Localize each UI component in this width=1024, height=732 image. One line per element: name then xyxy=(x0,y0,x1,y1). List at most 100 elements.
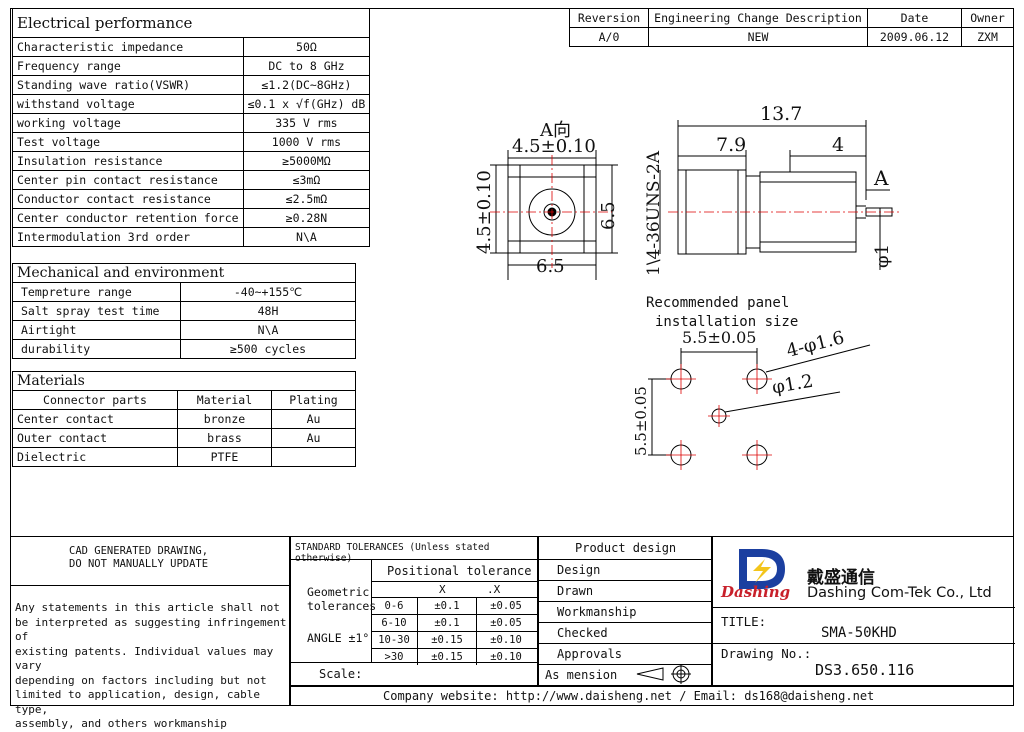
materials-table: Materials Connector parts Material Plati… xyxy=(12,371,356,467)
electrical-param: Frequency range xyxy=(12,56,244,76)
tolerance-cell: ±0.05 xyxy=(490,600,522,612)
role-label: As mension xyxy=(545,668,618,682)
electrical-param: Center conductor retention force xyxy=(12,208,244,228)
electrical-value: 50Ω xyxy=(242,37,371,57)
electrical-value: ≤3mΩ xyxy=(242,170,371,190)
revision-col-rev: Reversion xyxy=(569,8,649,28)
company-website: Company website: http://www.daisheng.net… xyxy=(383,689,875,703)
material-part: Center contact xyxy=(12,409,178,429)
legal-note: Any statements in this article shall not… xyxy=(15,601,289,732)
electrical-value: ≥5000MΩ xyxy=(242,151,371,171)
tolerance-cell: >30 xyxy=(371,649,418,665)
section-marker: A xyxy=(874,166,889,190)
table-row: durability≥500 cycles xyxy=(12,339,356,359)
title-value: SMA-50KHD xyxy=(821,625,897,641)
cad-note-1: CAD GENERATED DRAWING, xyxy=(69,545,209,557)
mechanical-param: Tempreture range xyxy=(12,282,181,302)
table-row: Center pin contact resistance≤3mΩ xyxy=(12,170,371,190)
tolerance-cell: ±0.05 xyxy=(490,617,522,629)
electrical-param: Insulation resistance xyxy=(12,151,244,171)
mechanical-value: N\A xyxy=(180,320,356,340)
table-row: Tempreture range-40~+155℃ xyxy=(12,282,356,302)
tolerance-cell: ±0.15 xyxy=(418,632,477,648)
company-name-en: Dashing Com-Tek Co., Ltd xyxy=(807,585,992,601)
electrical-param: Standing wave ratio(VSWR) xyxy=(12,75,244,95)
material-part: Dielectric xyxy=(12,447,178,467)
material-name: bronze xyxy=(176,409,273,429)
projection-symbol-icon xyxy=(636,664,691,684)
electrical-param: Center pin contact resistance xyxy=(12,170,244,190)
mechanical-param: durability xyxy=(12,339,181,359)
tolerance-row: 0-6±0.1 ±0.05 xyxy=(371,597,539,614)
mechanical-value: ≥500 cycles xyxy=(180,339,356,359)
panel-title-2: installation size xyxy=(655,314,799,330)
col-xx: .X xyxy=(487,583,501,596)
table-row: Center conductor retention force≥0.28N xyxy=(12,208,371,228)
materials-col-parts: Connector parts xyxy=(12,390,178,410)
tolerance-cell: ±0.10 xyxy=(490,651,522,663)
electrical-param: Test voltage xyxy=(12,132,244,152)
materials-title: Materials xyxy=(12,371,356,391)
table-row: Conductor contact resistance≤2.5mΩ xyxy=(12,189,371,209)
scale-label: Scale: xyxy=(319,667,363,681)
tolerance-cell: 6-10 xyxy=(371,615,418,631)
materials-col-material: Material xyxy=(176,390,273,410)
geometric-label-2: tolerances xyxy=(307,599,377,613)
std-tolerance-title: STANDARD TOLERANCES (Unless stated other… xyxy=(295,542,490,564)
tolerance-cell: ±0.10 xyxy=(490,634,522,646)
title-label: TITLE: xyxy=(721,614,767,629)
electrical-value: ≤0.1 x √f(GHz) dB xyxy=(242,94,371,114)
role-row: Checked xyxy=(539,622,713,643)
material-name: brass xyxy=(176,428,273,448)
tolerance-cell: ±0.1 xyxy=(418,598,477,614)
material-plating: Au xyxy=(271,428,356,448)
website-bar: Company website: http://www.daisheng.net… xyxy=(290,686,1014,706)
col-x: X xyxy=(439,583,446,596)
mechanical-title: Mechanical and environment xyxy=(12,263,356,283)
drawing-no-label: Drawing No.: xyxy=(721,646,812,661)
electrical-value: DC to 8 GHz xyxy=(242,56,371,76)
electrical-value: N\A xyxy=(242,227,371,247)
product-design-label: Product design xyxy=(575,541,677,555)
materials-col-plating: Plating xyxy=(271,390,356,410)
revision-col-desc: Engineering Change Description xyxy=(648,8,868,28)
tolerance-row: >30±0.15 ±0.10 xyxy=(371,648,539,665)
legal-note-line: existing patents. Individual values may … xyxy=(15,644,274,673)
dim-length-b: 4 xyxy=(832,134,845,156)
angle-label: ANGLE ±1° xyxy=(307,631,370,645)
electrical-param: Characteristic impedance xyxy=(12,37,244,57)
logo-word: Dashing xyxy=(721,583,791,601)
tolerance-cell: 0-6 xyxy=(371,598,418,614)
mechanical-param: Airtight xyxy=(12,320,181,340)
electrical-value: 1000 V rms xyxy=(242,132,371,152)
role-label: Approvals xyxy=(557,647,623,661)
tolerance-cell: ±0.1 xyxy=(418,615,477,631)
positional-tolerance: Positional tolerance xyxy=(387,564,532,578)
dim-front-bottom: 6.5 xyxy=(536,256,565,277)
company-logo-icon xyxy=(739,549,785,589)
role-label: Workmanship xyxy=(557,605,637,619)
revision-owner: ZXM xyxy=(961,27,1014,47)
revision-col-date: Date xyxy=(867,8,962,28)
tolerance-cell: 10-30 xyxy=(371,632,418,648)
tolerance-row: 10-30±0.15 ±0.10 xyxy=(371,631,539,648)
electrical-param: Conductor contact resistance xyxy=(12,189,244,209)
legal-note-line: be interpreted as suggesting infringemen… xyxy=(15,615,287,644)
tolerance-cell: ±0.15 xyxy=(418,649,477,665)
electrical-param: working voltage xyxy=(12,113,244,133)
mechanical-table: Mechanical and environment Tempreture ra… xyxy=(12,263,356,359)
mechanical-param: Salt spray test time xyxy=(12,301,181,321)
table-row: withstand voltage≤0.1 x √f(GHz) dB xyxy=(12,94,371,114)
geometric-label-1: Geometric xyxy=(307,585,370,599)
view-label: A向 xyxy=(540,120,571,141)
